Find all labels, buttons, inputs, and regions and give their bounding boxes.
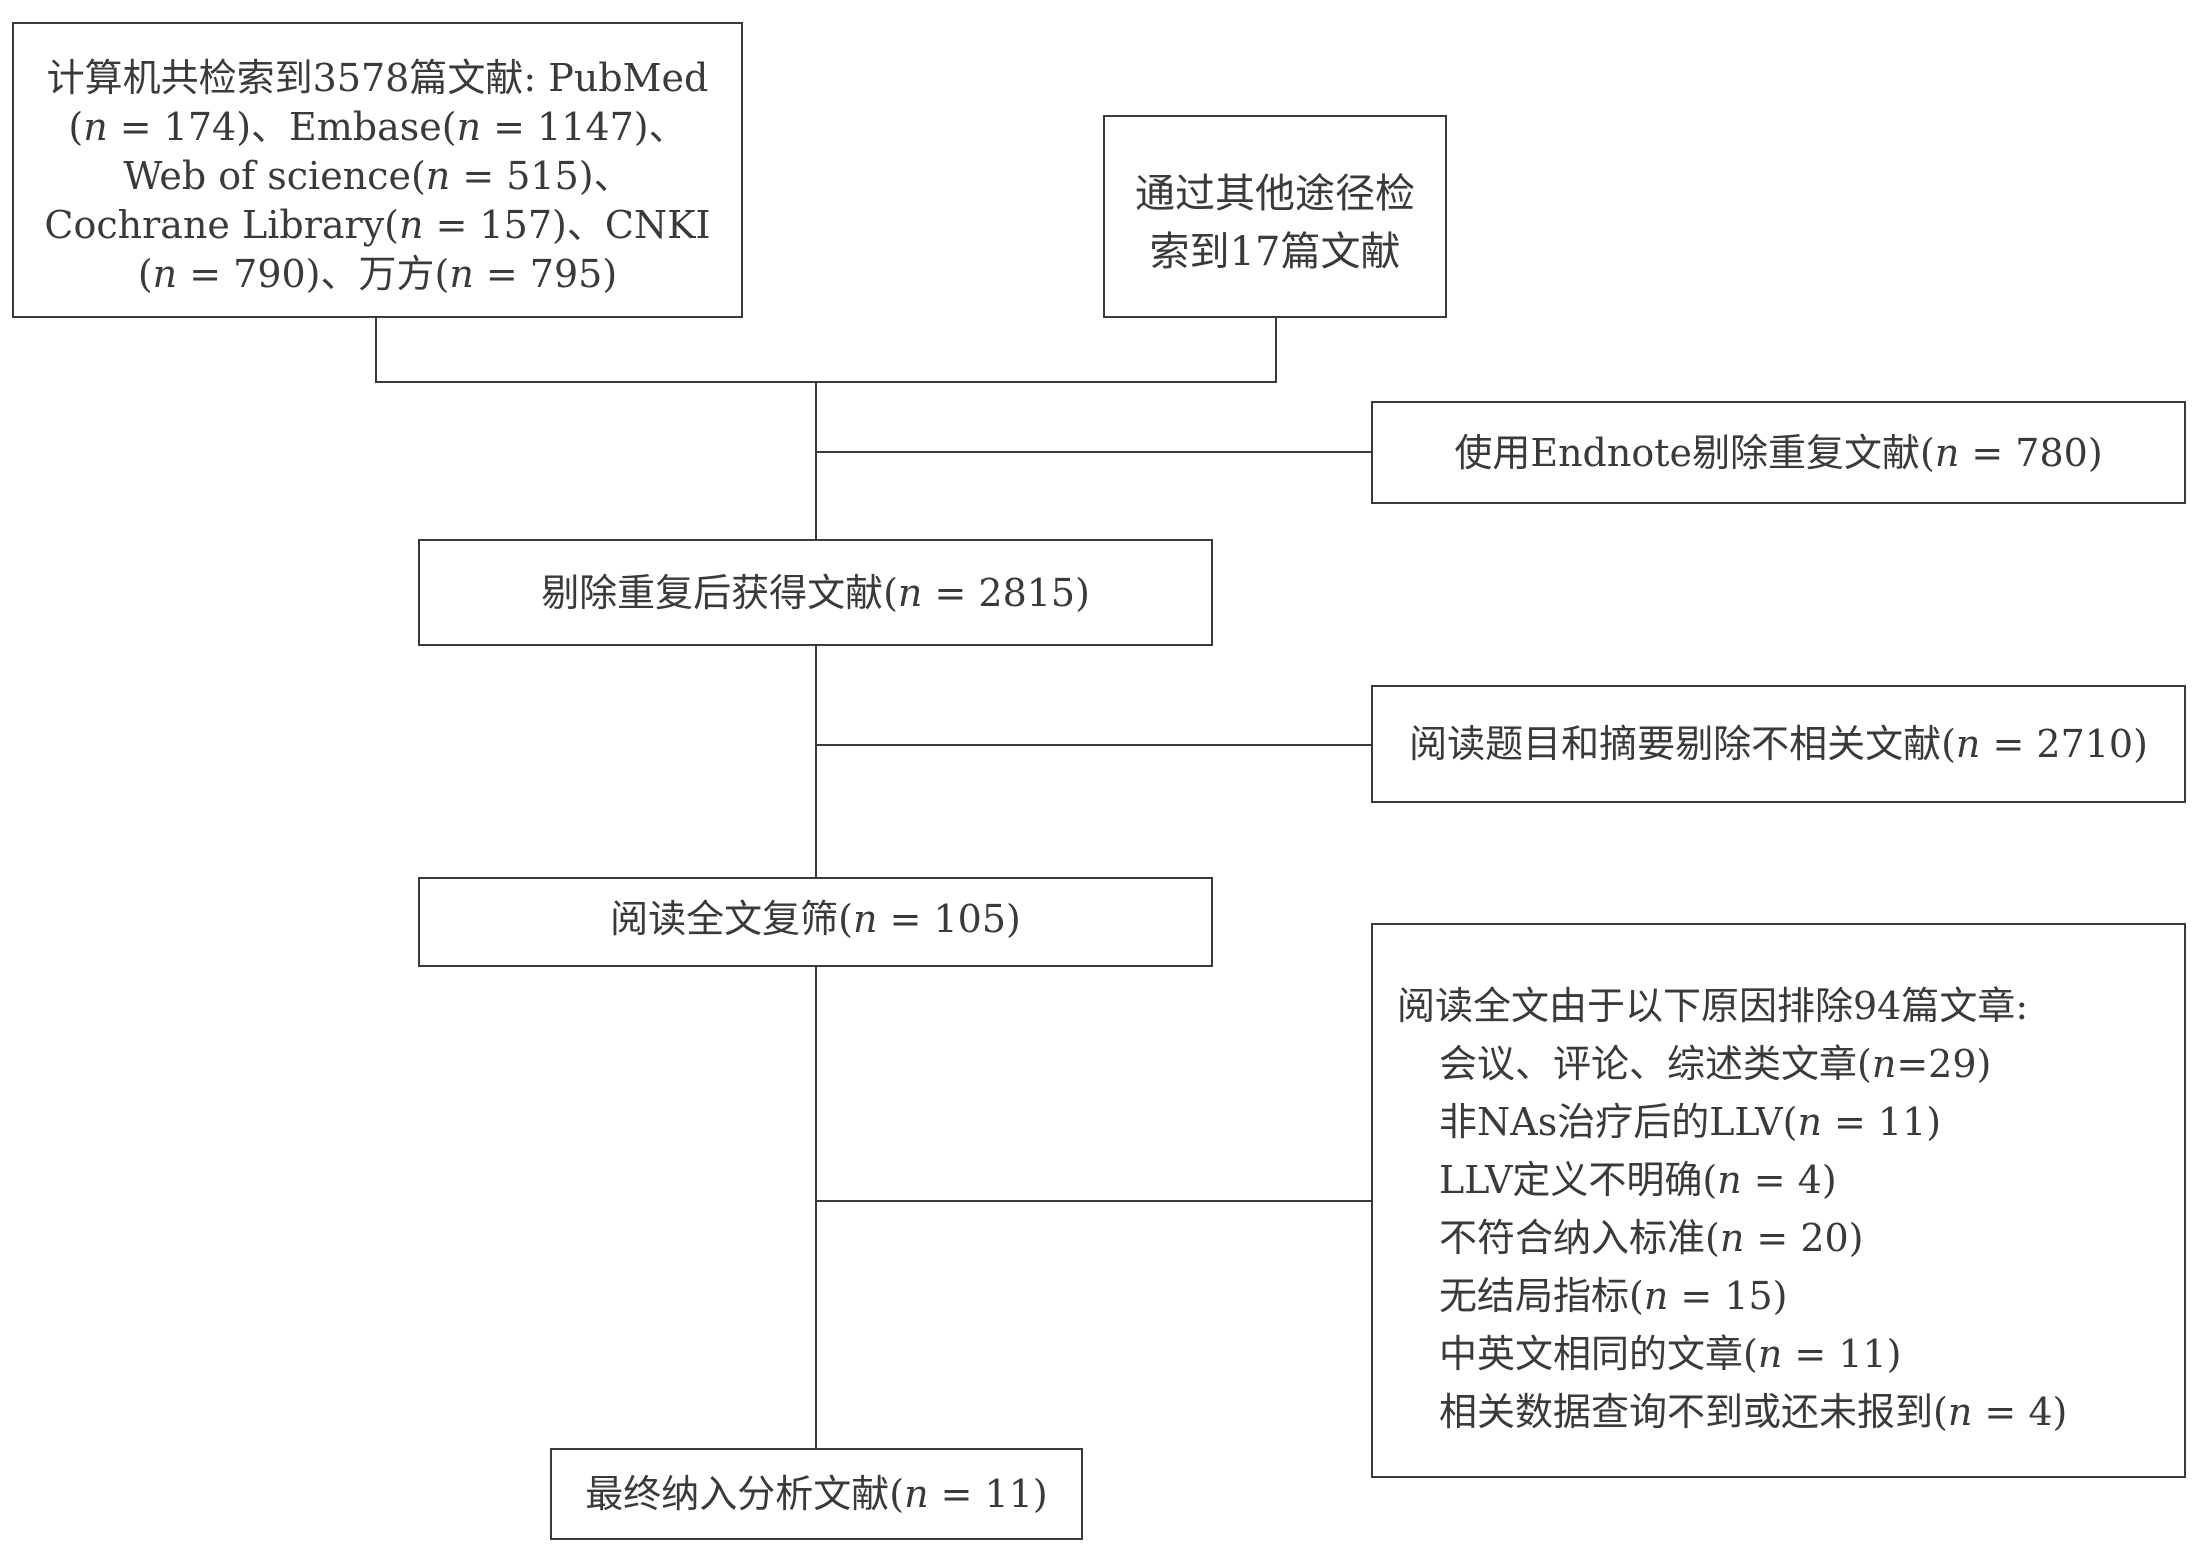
box-fulltext-screening: 阅读全文复筛(n = 105) [418, 877, 1213, 967]
connector-main-2 [815, 646, 817, 878]
final-included-text: 最终纳入分析文献(n = 11) [585, 1472, 1048, 1516]
title-abstract-excluded-text: 阅读题目和摘要剔除不相关文献(n = 2710) [1409, 722, 2148, 766]
other-sources-line-1: 通过其他途径检 [1135, 171, 1415, 217]
database-search-line-4: Cochrane Library(n = 157)、CNKI [44, 203, 711, 247]
box-after-deduplication: 剔除重复后获得文献(n = 2815) [418, 539, 1213, 646]
box-final-included: 最终纳入分析文献(n = 11) [550, 1448, 1083, 1540]
exclusion-reason-2: 非NAs治疗后的LLV(n = 11) [1439, 1100, 1942, 1144]
box-duplicates-removed: 使用Endnote剔除重复文献(n = 780) [1371, 401, 2186, 504]
exclusion-reason-5: 无结局指标(n = 15) [1439, 1274, 1788, 1318]
database-search-line-1: 计算机共检索到3578篇文献: PubMed [46, 56, 709, 100]
exclusion-reason-4: 不符合纳入标准(n = 20) [1439, 1216, 1864, 1260]
box-title-abstract-excluded: 阅读题目和摘要剔除不相关文献(n = 2710) [1371, 685, 2186, 803]
box-other-sources: 通过其他途径检 索到17篇文献 [1103, 115, 1447, 318]
fulltext-excluded-heading: 阅读全文由于以下原因排除94篇文章: [1397, 984, 2029, 1028]
exclusion-reason-6: 中英文相同的文章(n = 11) [1439, 1332, 1902, 1376]
connector-db-down [375, 318, 377, 383]
box-database-search: 计算机共检索到3578篇文献: PubMed (n = 174)、Embase(… [12, 22, 743, 318]
connector-to-fulltext-excluded [815, 1200, 1371, 1202]
connector-to-dedup-excluded [815, 451, 1371, 453]
database-search-line-3: Web of science(n = 515)、 [123, 154, 632, 198]
fulltext-screening-text: 阅读全文复筛(n = 105) [610, 897, 1021, 941]
duplicates-removed-text: 使用Endnote剔除重复文献(n = 780) [1454, 431, 2103, 475]
connector-other-down [1275, 318, 1277, 383]
box-fulltext-excluded: 阅读全文由于以下原因排除94篇文章: 会议、评论、综述类文章(n=29) 非NA… [1371, 923, 2186, 1478]
after-deduplication-text: 剔除重复后获得文献(n = 2815) [541, 571, 1090, 615]
connector-main-3 [815, 966, 817, 1449]
exclusion-reason-1: 会议、评论、综述类文章(n=29) [1439, 1042, 1992, 1086]
exclusion-reason-7: 相关数据查询不到或还未报到(n = 4) [1439, 1390, 2068, 1434]
database-search-line-5: (n = 790)、万方(n = 795) [137, 252, 618, 296]
connector-merge [375, 381, 1277, 383]
database-search-line-2: (n = 174)、Embase(n = 1147)、 [68, 105, 687, 149]
connector-main-1 [815, 381, 817, 540]
exclusion-reason-3: LLV定义不明确(n = 4) [1439, 1158, 1837, 1202]
connector-to-ta-excluded [815, 744, 1371, 746]
other-sources-line-2: 索到17篇文献 [1149, 229, 1401, 275]
